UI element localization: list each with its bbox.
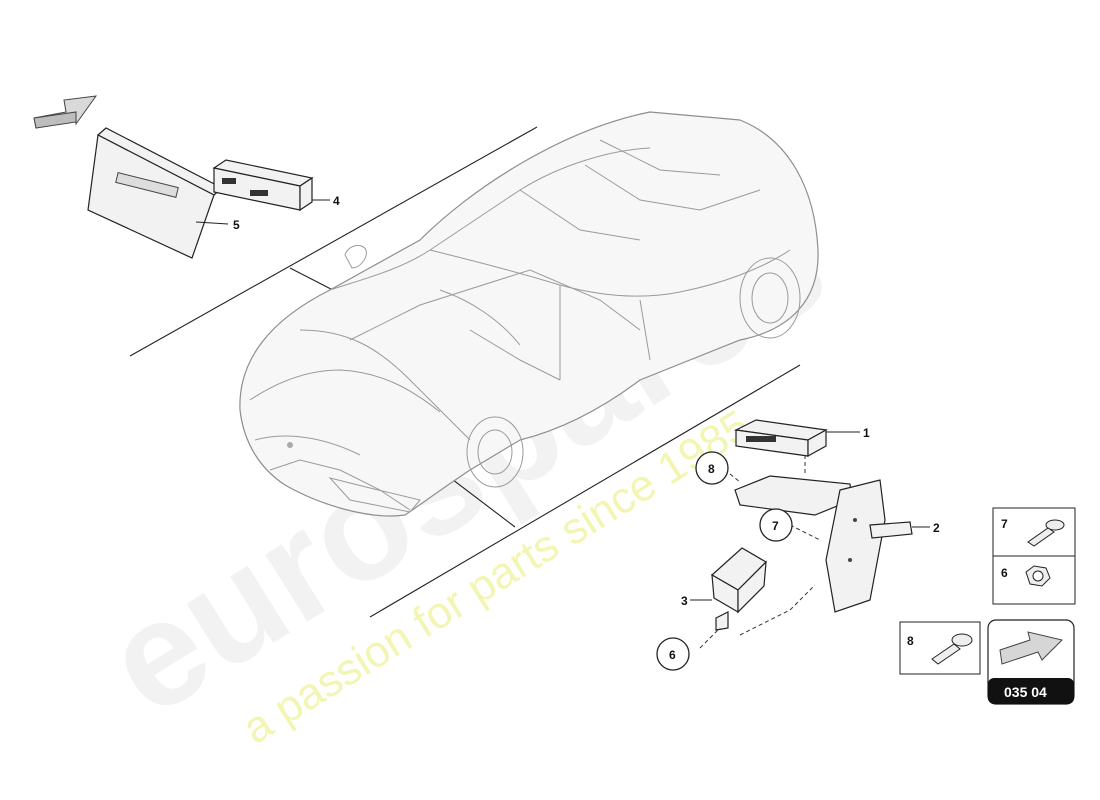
page-number: 035 04 xyxy=(1004,684,1047,700)
nut-icon xyxy=(1025,565,1051,587)
direction-arrow-icon xyxy=(33,95,98,129)
callout-1: 1 xyxy=(863,426,870,440)
fastener-legend: 7 6 xyxy=(992,507,1076,605)
callout-5: 5 xyxy=(233,218,240,232)
car-wireframe xyxy=(239,111,819,517)
part-1-control-unit: 1 xyxy=(734,419,870,458)
legend-label-8: 8 xyxy=(907,634,914,648)
part-4-control-unit: 4 xyxy=(212,159,340,212)
callout-circle-6: 6 xyxy=(656,637,690,671)
part-2-bracket: 2 xyxy=(734,475,940,613)
callout-3: 3 xyxy=(681,594,688,608)
legend-label-6: 6 xyxy=(1001,566,1008,580)
callout-circle-8: 8 xyxy=(695,451,729,485)
svg-text:7: 7 xyxy=(772,519,779,533)
page-number-box: 035 04 xyxy=(987,619,1075,705)
part-5-trim-panel: 5 xyxy=(87,127,240,259)
svg-text:6: 6 xyxy=(669,648,676,662)
bolt-legend: 8 xyxy=(899,621,981,675)
legend-label-7: 7 xyxy=(1001,517,1008,531)
svg-text:8: 8 xyxy=(708,462,715,476)
bolt-icon xyxy=(931,633,973,665)
page-arrow-icon xyxy=(999,631,1063,665)
callout-4: 4 xyxy=(333,194,340,208)
dashed-leaders xyxy=(699,455,821,649)
callout-2: 2 xyxy=(933,521,940,535)
screw-icon xyxy=(1027,519,1065,547)
callout-circle-7: 7 xyxy=(759,508,793,542)
part-3-module: 3 xyxy=(681,547,767,631)
